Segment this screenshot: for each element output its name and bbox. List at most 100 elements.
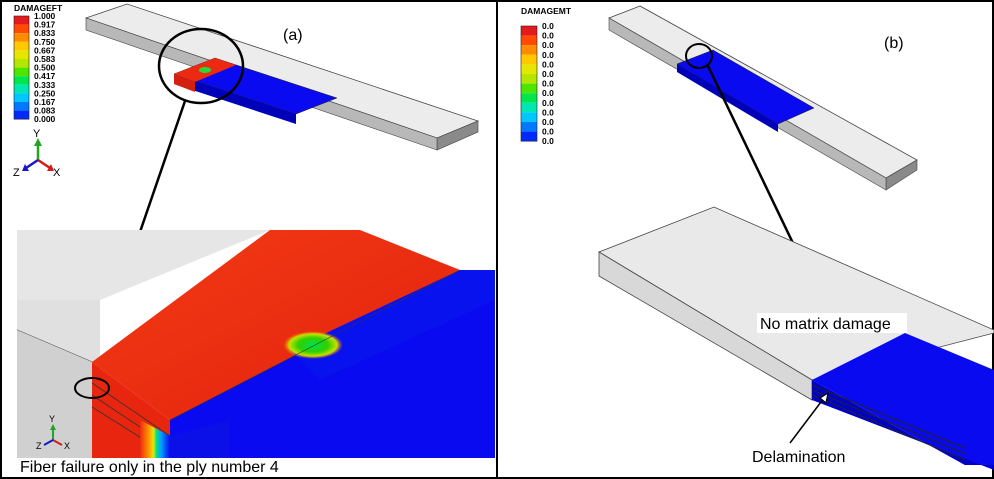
no-matrix-damage-box <box>757 313 907 333</box>
legend-swatch <box>521 26 537 36</box>
zoom-b-ply-line-3 <box>811 394 966 461</box>
panel-a-label: (a) <box>283 27 303 44</box>
legend-swatch <box>14 50 29 59</box>
legend-frame <box>520 25 538 142</box>
legend-value: 0.083 <box>34 106 56 116</box>
legend-swatch <box>14 102 29 111</box>
delamination-arrow <box>789 397 825 444</box>
delamination-box <box>750 446 860 466</box>
legend-swatch <box>14 93 29 102</box>
zoom-grip-top <box>17 230 270 300</box>
legend-value: 0.000 <box>34 114 56 124</box>
legend-swatch <box>521 35 537 46</box>
triad-zoom-y-arrow <box>50 424 56 430</box>
zoom-fiber-failure-top <box>92 230 460 420</box>
legend-value: 0.750 <box>34 37 56 47</box>
legend-value: 0.917 <box>34 20 56 30</box>
zoom-b-ply-line-1 <box>811 384 966 449</box>
legend-frame <box>13 15 30 120</box>
legend-value: 0.583 <box>34 54 56 64</box>
legend-swatch <box>14 59 29 68</box>
triad-y-label: Y <box>33 128 41 140</box>
legend-swatch <box>14 84 29 94</box>
legend-swatch <box>14 24 29 34</box>
triad-y-arrow <box>34 138 42 146</box>
legend-swatch <box>14 16 29 25</box>
legend-swatch <box>14 76 29 85</box>
legend-value: 0.0 <box>542 98 554 108</box>
panel-a-caption: Fiber failure only in the ply number 4 <box>20 459 279 476</box>
legend-a-title: DAMAGEFT <box>14 3 63 13</box>
zoom-view-a <box>16 230 495 458</box>
gauge-region-b-front <box>677 64 778 132</box>
legend-swatch <box>521 74 537 84</box>
panel-b: DAMAGEMT 0.00.00.00.00.00.00.00.00.00.00… <box>520 5 994 470</box>
triad-zoom-z-axis <box>43 439 54 446</box>
legend-swatch <box>14 33 29 42</box>
legend-value: 0.0 <box>542 79 554 89</box>
legend-value: 0.0 <box>542 117 554 127</box>
legend-swatch <box>521 122 537 132</box>
legend-value: 0.833 <box>34 28 56 38</box>
legend-swatch <box>521 83 537 94</box>
triad-x-axis <box>37 158 51 170</box>
legend-a-values: 1.0000.9170.8330.7500.6670.5830.5000.417… <box>34 11 56 124</box>
legend-swatch <box>521 102 537 113</box>
legend-value: 0.0 <box>542 50 554 60</box>
damage-hotspot <box>199 67 211 73</box>
legend-value: 0.500 <box>34 63 56 73</box>
specimen-b-overview <box>608 5 918 191</box>
triad-zoom-x-axis <box>52 439 63 446</box>
panel-b-label: (b) <box>884 35 904 52</box>
legend-value: 0.167 <box>34 97 56 107</box>
triad-a: Y Z X <box>13 128 61 179</box>
legend-a-swatches <box>13 15 30 120</box>
legend-value: 0.250 <box>34 88 56 98</box>
legend-value: 0.0 <box>542 21 554 31</box>
legend-value: 0.333 <box>34 80 56 90</box>
legend-swatch <box>521 112 537 122</box>
legend-value: 0.0 <box>542 59 554 69</box>
fiber-failure-front <box>174 74 195 92</box>
magnifier-circle <box>157 27 245 105</box>
legend-swatch <box>521 131 537 142</box>
triad-z-label: Z <box>13 167 20 179</box>
panel-a: DAMAGEFT 1.0000.9170.8330.7500.6670.5830… <box>13 3 495 476</box>
triad-zoom-x-label: X <box>64 441 70 451</box>
legend-value: 0.0 <box>542 69 554 79</box>
legend-b-values: 0.00.00.00.00.00.00.00.00.00.00.00.00.0 <box>542 21 554 146</box>
zoom-grip-front <box>17 330 92 458</box>
specimen-a-overview <box>84 3 480 151</box>
zoom-region-boundary <box>169 269 461 421</box>
legend-swatch <box>521 45 537 55</box>
zoom-ply-4-gradient <box>140 420 170 458</box>
legend-value: 0.0 <box>542 88 554 98</box>
legend-b-swatches <box>520 25 538 142</box>
legend-value: 0.667 <box>34 45 56 55</box>
gauge-region-front <box>174 74 296 124</box>
zoom-ply-4-blue <box>170 420 230 458</box>
legend-b-title: DAMAGEMT <box>521 6 572 16</box>
zoom-b-ply-line-2 <box>811 389 966 455</box>
legend-value: 0.0 <box>542 136 554 146</box>
delamination-label: Delamination <box>752 449 845 466</box>
legend-value: 0.0 <box>542 40 554 50</box>
legend-value: 0.0 <box>542 107 554 117</box>
zoom-b-gauge-top <box>812 333 994 465</box>
legend-value: 0.0 <box>542 127 554 137</box>
triad-x-arrow <box>47 164 54 171</box>
zoom-undamaged-band <box>290 270 495 380</box>
triad-z-axis <box>25 158 39 170</box>
no-matrix-damage-label: No matrix damage <box>760 316 891 333</box>
legend-swatch <box>14 110 29 120</box>
legend-swatch <box>521 64 537 74</box>
zoom-ply-line-1 <box>91 382 171 437</box>
legend-swatch <box>521 93 537 103</box>
legend-value: 0.417 <box>34 71 56 81</box>
triad-a-zoom: Y Z X <box>36 414 70 451</box>
zoom-view-b <box>598 206 994 470</box>
triad-zoom-z-label: Z <box>36 441 42 451</box>
legend-swatch <box>521 54 537 65</box>
